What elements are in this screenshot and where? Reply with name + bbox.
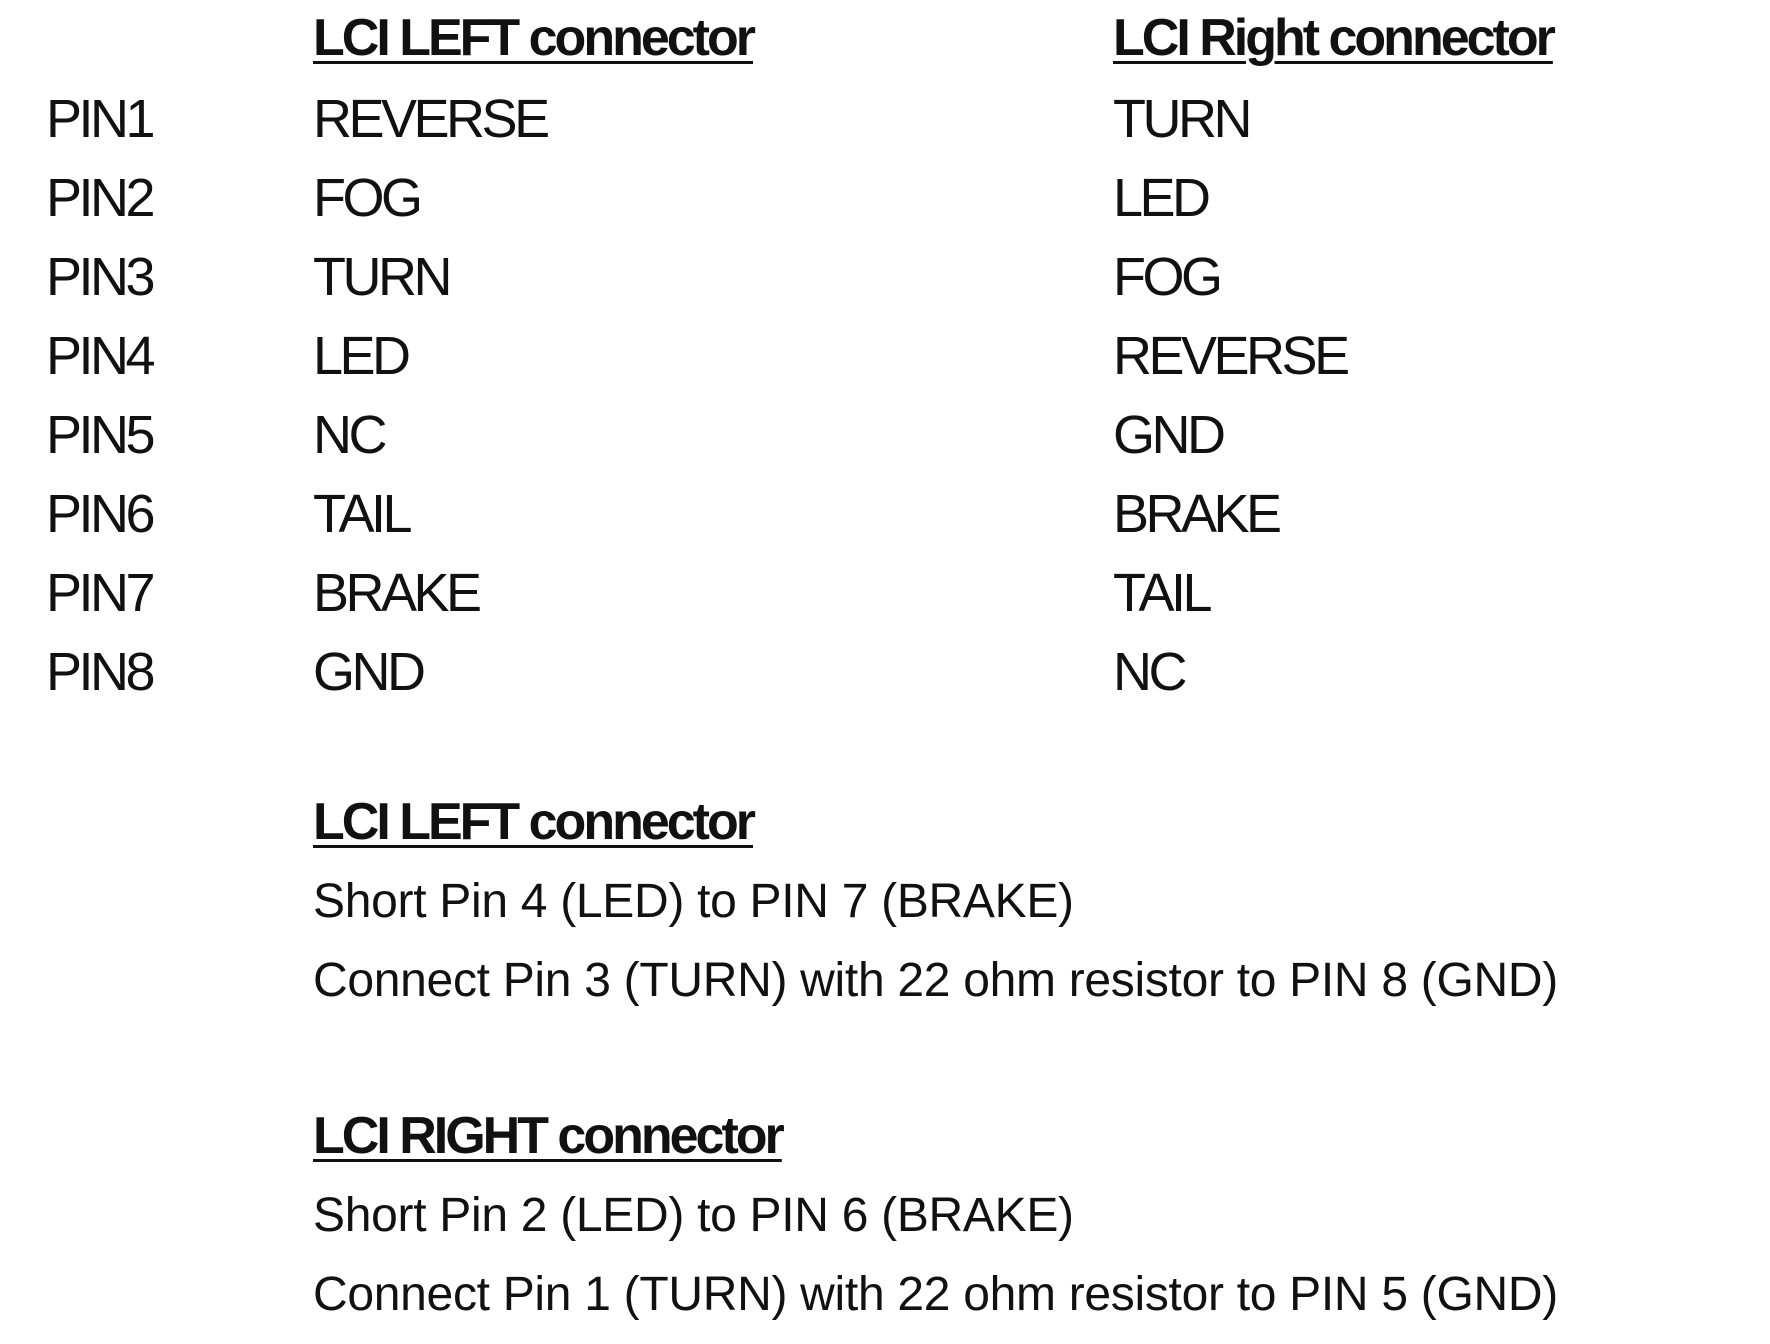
left-signal: TURN <box>313 247 452 307</box>
left-signal: FOG <box>313 168 423 228</box>
right-signal: LED <box>1113 168 1211 228</box>
right-signal: BRAKE <box>1113 484 1282 544</box>
right-connector-header: LCI Right connector <box>1113 9 1556 67</box>
right-signal: FOG <box>1113 247 1223 307</box>
right-signal: NC <box>1113 642 1188 702</box>
left-signal: BRAKE <box>313 563 482 623</box>
left-signal: GND <box>313 642 426 702</box>
pin-label: PIN5 <box>46 405 156 465</box>
left-signal: REVERSE <box>313 89 550 149</box>
right-signal: TURN <box>1113 89 1252 149</box>
left-signal: LED <box>313 326 411 386</box>
left-connector-header: LCI LEFT connector <box>313 9 756 67</box>
right-instructions-title: LCI RIGHT connector <box>313 1107 785 1165</box>
pin-label: PIN3 <box>46 247 156 307</box>
right-signal: REVERSE <box>1113 326 1350 386</box>
pin-label: PIN1 <box>46 89 156 149</box>
left-signal: NC <box>313 405 388 465</box>
left-instruction-line: Connect Pin 3 (TURN) with 22 ohm resisto… <box>313 954 1558 1007</box>
left-instruction-line: Short Pin 4 (LED) to PIN 7 (BRAKE) <box>313 875 1074 928</box>
pin-label: PIN2 <box>46 168 156 228</box>
right-signal: GND <box>1113 405 1226 465</box>
left-instructions-title: LCI LEFT connector <box>313 793 756 851</box>
pin-label: PIN6 <box>46 484 156 544</box>
pin-label: PIN8 <box>46 642 156 702</box>
left-signal: TAIL <box>313 484 413 544</box>
right-instruction-line: Short Pin 2 (LED) to PIN 6 (BRAKE) <box>313 1189 1074 1242</box>
pin-label: PIN4 <box>46 326 156 386</box>
right-signal: TAIL <box>1113 563 1213 623</box>
pin-label: PIN7 <box>46 563 156 623</box>
right-instruction-line: Connect Pin 1 (TURN) with 22 ohm resisto… <box>313 1268 1558 1321</box>
